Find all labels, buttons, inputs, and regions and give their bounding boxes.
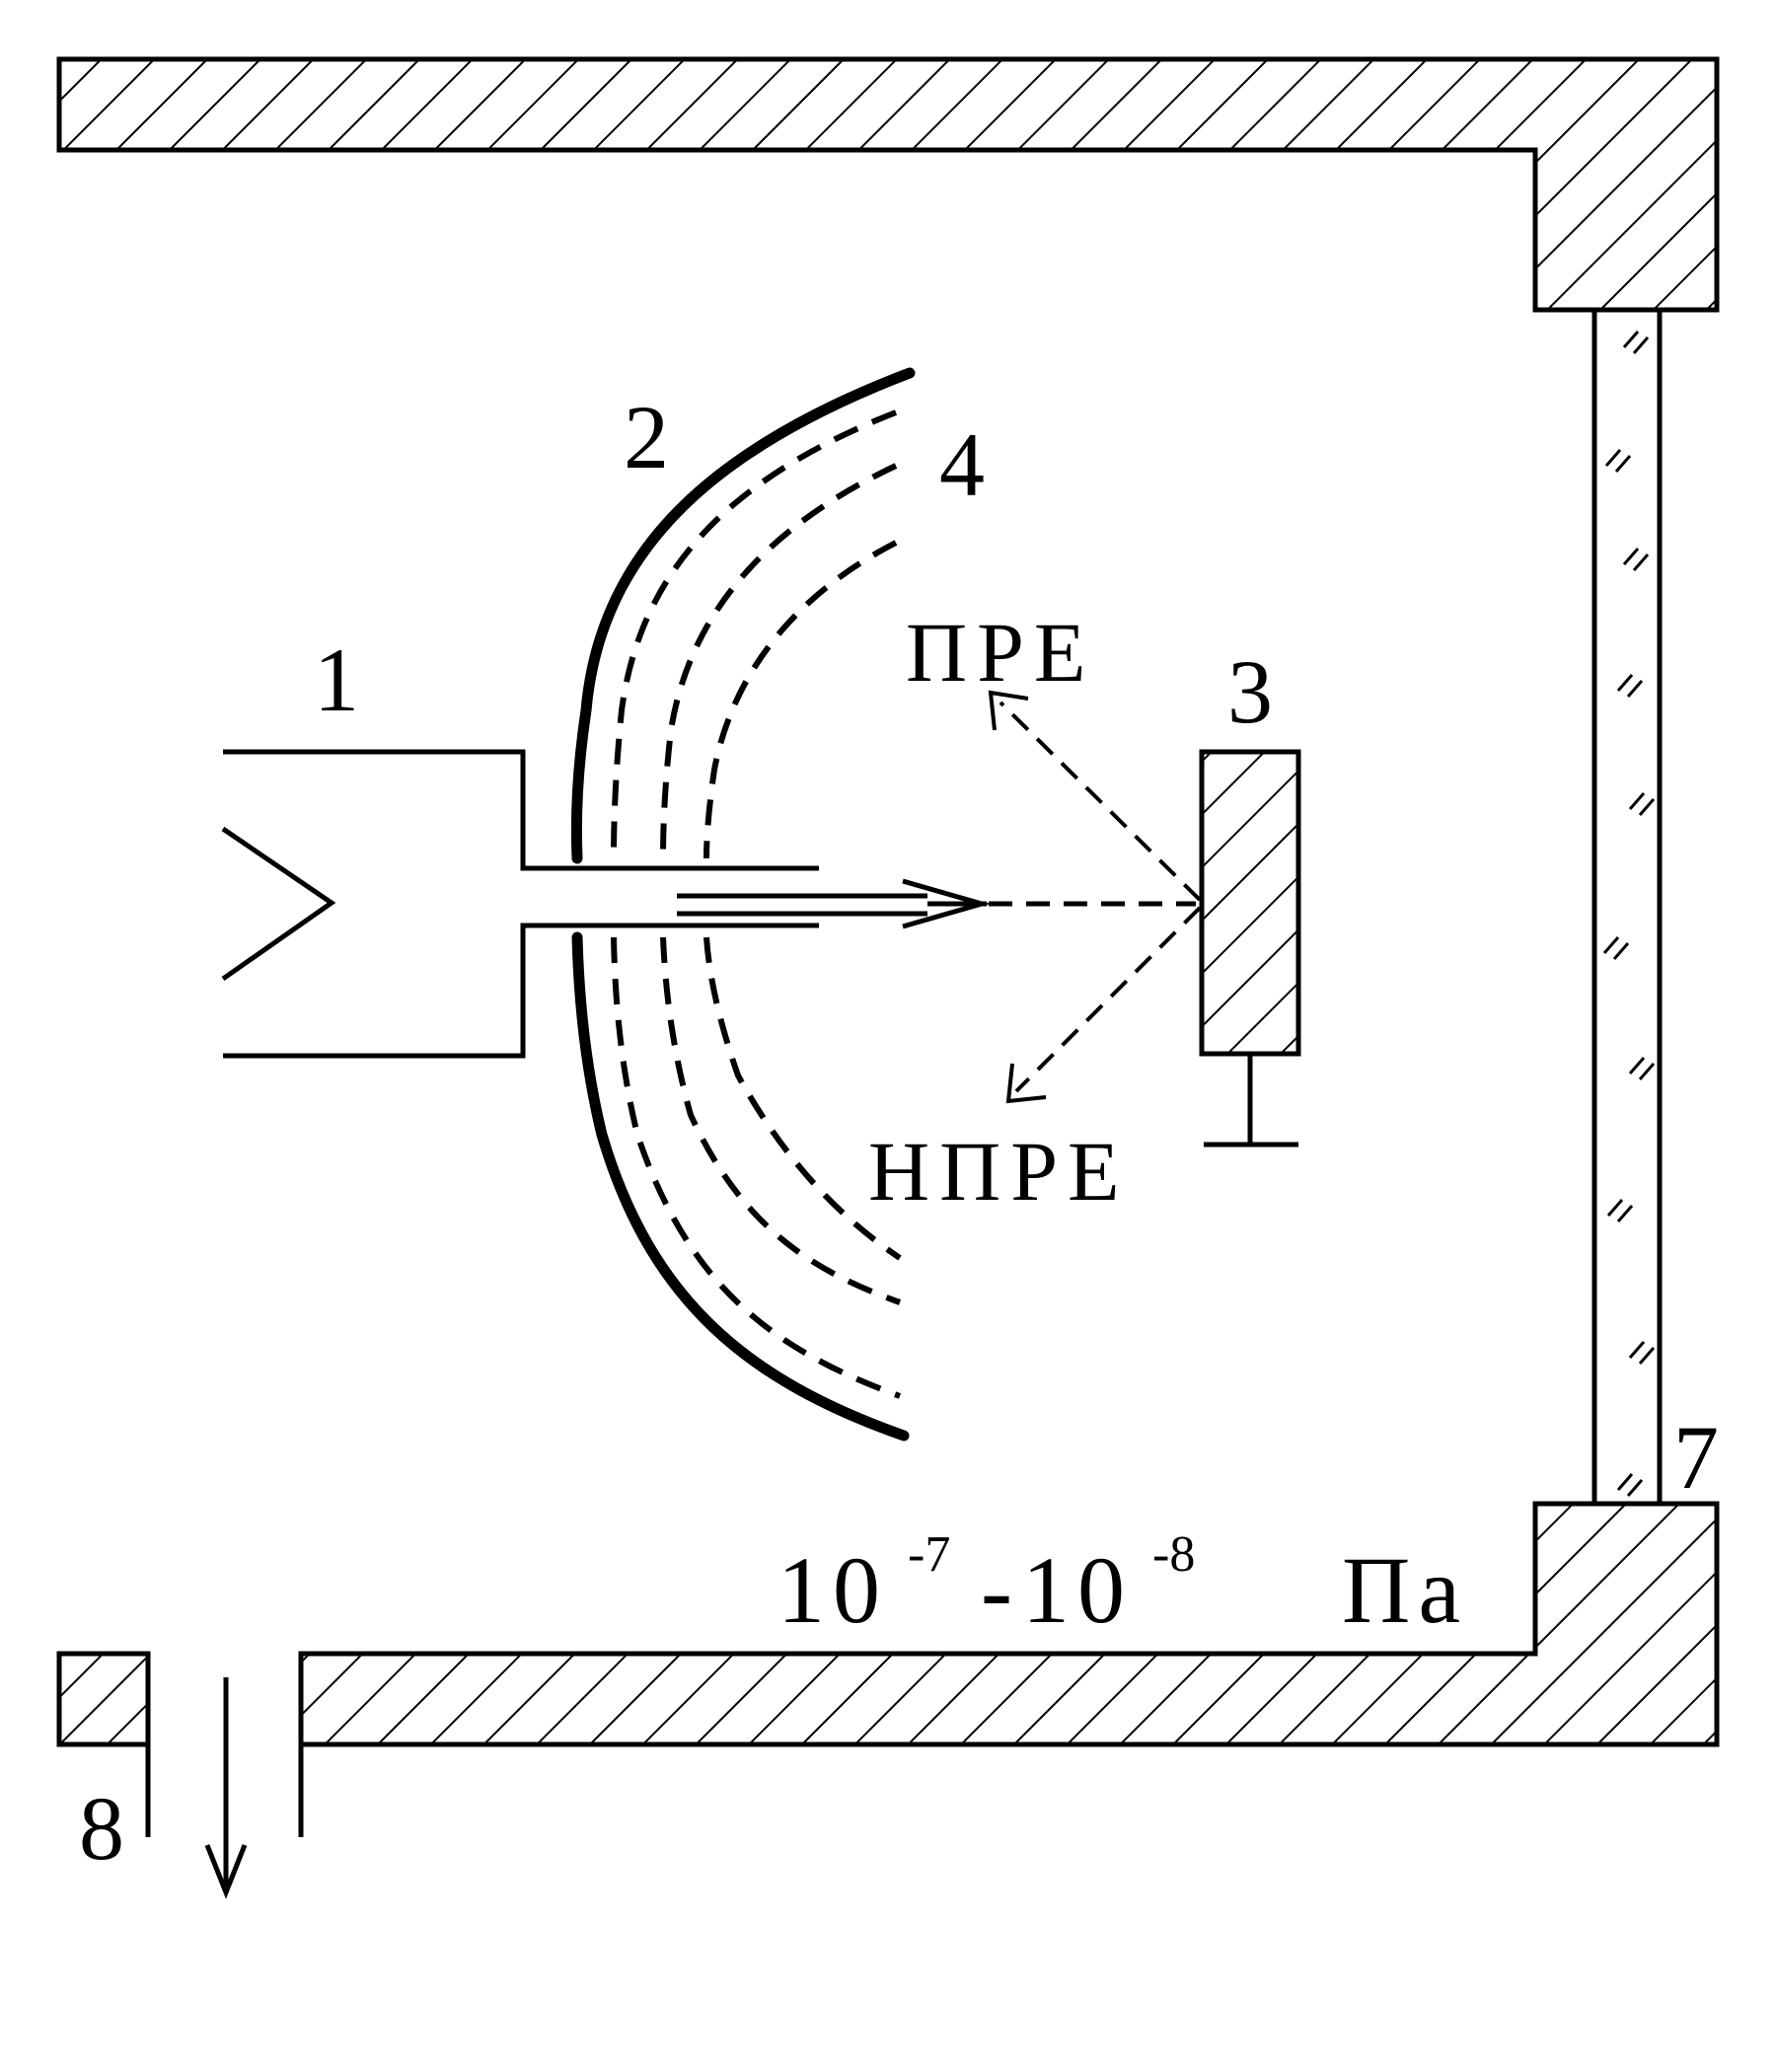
pressure-dash: - (981, 1537, 1020, 1643)
fluorescent-screen (570, 367, 916, 1442)
label-sample: 3 (1227, 641, 1273, 742)
electron-gun (221, 749, 927, 1059)
elastic-scattered-arrow (988, 690, 1202, 902)
pressure-label: 10 -7 - 10 -8 Па (777, 1526, 1468, 1643)
pressure-base-1: 10 (777, 1537, 888, 1643)
viewing-window (1591, 307, 1663, 1507)
sample (1199, 749, 1301, 1147)
chamber-wall (56, 56, 1720, 1837)
pump-out-arrow (204, 1677, 248, 1899)
pressure-base-2: 10 (1022, 1537, 1133, 1643)
label-inelastic: НПРЕ (868, 1124, 1130, 1219)
label-electron-gun: 1 (314, 629, 359, 730)
retarding-grids (611, 409, 902, 1399)
label-grids: 4 (939, 414, 985, 515)
chamber-wall-top (56, 56, 1720, 313)
inelastic-scattered-arrow (1005, 906, 1202, 1104)
pressure-unit: Па (1342, 1537, 1468, 1643)
pressure-exp-1: -7 (908, 1526, 950, 1583)
label-pump-port: 8 (79, 1778, 124, 1879)
label-elastic: ПРЕ (906, 605, 1095, 700)
label-screen: 2 (624, 387, 669, 487)
cathode-filament (221, 826, 336, 982)
pump-port-flange (56, 1651, 151, 1747)
label-window: 7 (1673, 1407, 1719, 1508)
pressure-exp-2: -8 (1152, 1526, 1195, 1583)
primary-beam (902, 878, 1196, 929)
